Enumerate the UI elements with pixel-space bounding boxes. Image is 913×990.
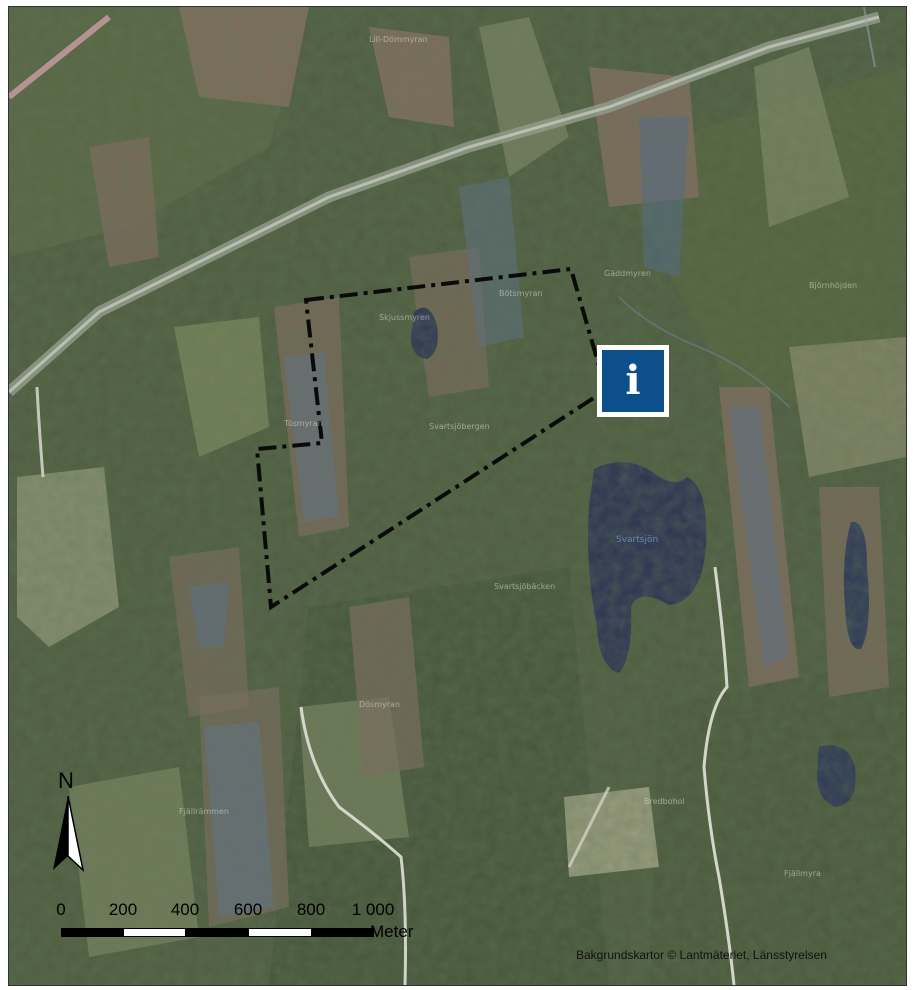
- scale-segment: [185, 928, 249, 937]
- scale-tick: 1 000: [351, 900, 395, 919]
- place-label: Skjussmyren: [379, 313, 430, 322]
- scale-tick: 200: [108, 900, 138, 919]
- gravel-road-south: [299, 706, 407, 985]
- project-boundary: [254, 266, 609, 611]
- place-label: Björnhöjden: [809, 281, 858, 290]
- place-label: Gäddmyren: [604, 269, 651, 278]
- scale-bar: 0 200 400 600 800 1 000 Meter: [40, 900, 440, 950]
- place-label: Lill-Dömmyran: [369, 35, 428, 44]
- north-label: N: [58, 768, 74, 793]
- place-label: Bötsmyran: [499, 289, 543, 298]
- scale-segment: [248, 928, 312, 937]
- place-label: Tösmyran: [284, 419, 323, 428]
- scale-tick: 0: [56, 900, 66, 919]
- scale-segment: [311, 928, 374, 937]
- north-arrow-icon: [53, 795, 85, 873]
- place-label: Svartsjöbäcken: [494, 582, 556, 591]
- place-label: Svartsjöbergen: [429, 422, 490, 431]
- scale-tick: 400: [170, 900, 200, 919]
- map-canvas[interactable]: Lill-Dömmyran Skjussmyren Gäddmyren Böts…: [8, 6, 907, 986]
- lake-label: Svartsjön: [616, 535, 659, 545]
- info-marker[interactable]: i: [597, 345, 669, 417]
- gravel-road-east: [702, 566, 736, 985]
- map-credit: Bakgrundskartor © Lantmäteriet, Länsstyr…: [576, 948, 827, 962]
- place-label: Fjällrämmen: [179, 807, 229, 816]
- north-arrow: N: [48, 768, 98, 878]
- place-label: Dösmyran: [359, 700, 401, 709]
- scale-segment: [123, 928, 186, 937]
- info-icon: i: [602, 350, 664, 412]
- scale-tick: 600: [233, 900, 263, 919]
- place-label: Bredbohol: [644, 797, 685, 806]
- aerial-background: [9, 7, 906, 985]
- scale-tick: 800: [296, 900, 326, 919]
- scale-unit: Meter: [370, 922, 414, 941]
- highway: [9, 14, 111, 100]
- info-symbol: i: [625, 357, 641, 404]
- place-label: Fjällmyra: [784, 869, 821, 878]
- scale-segment: [61, 928, 124, 937]
